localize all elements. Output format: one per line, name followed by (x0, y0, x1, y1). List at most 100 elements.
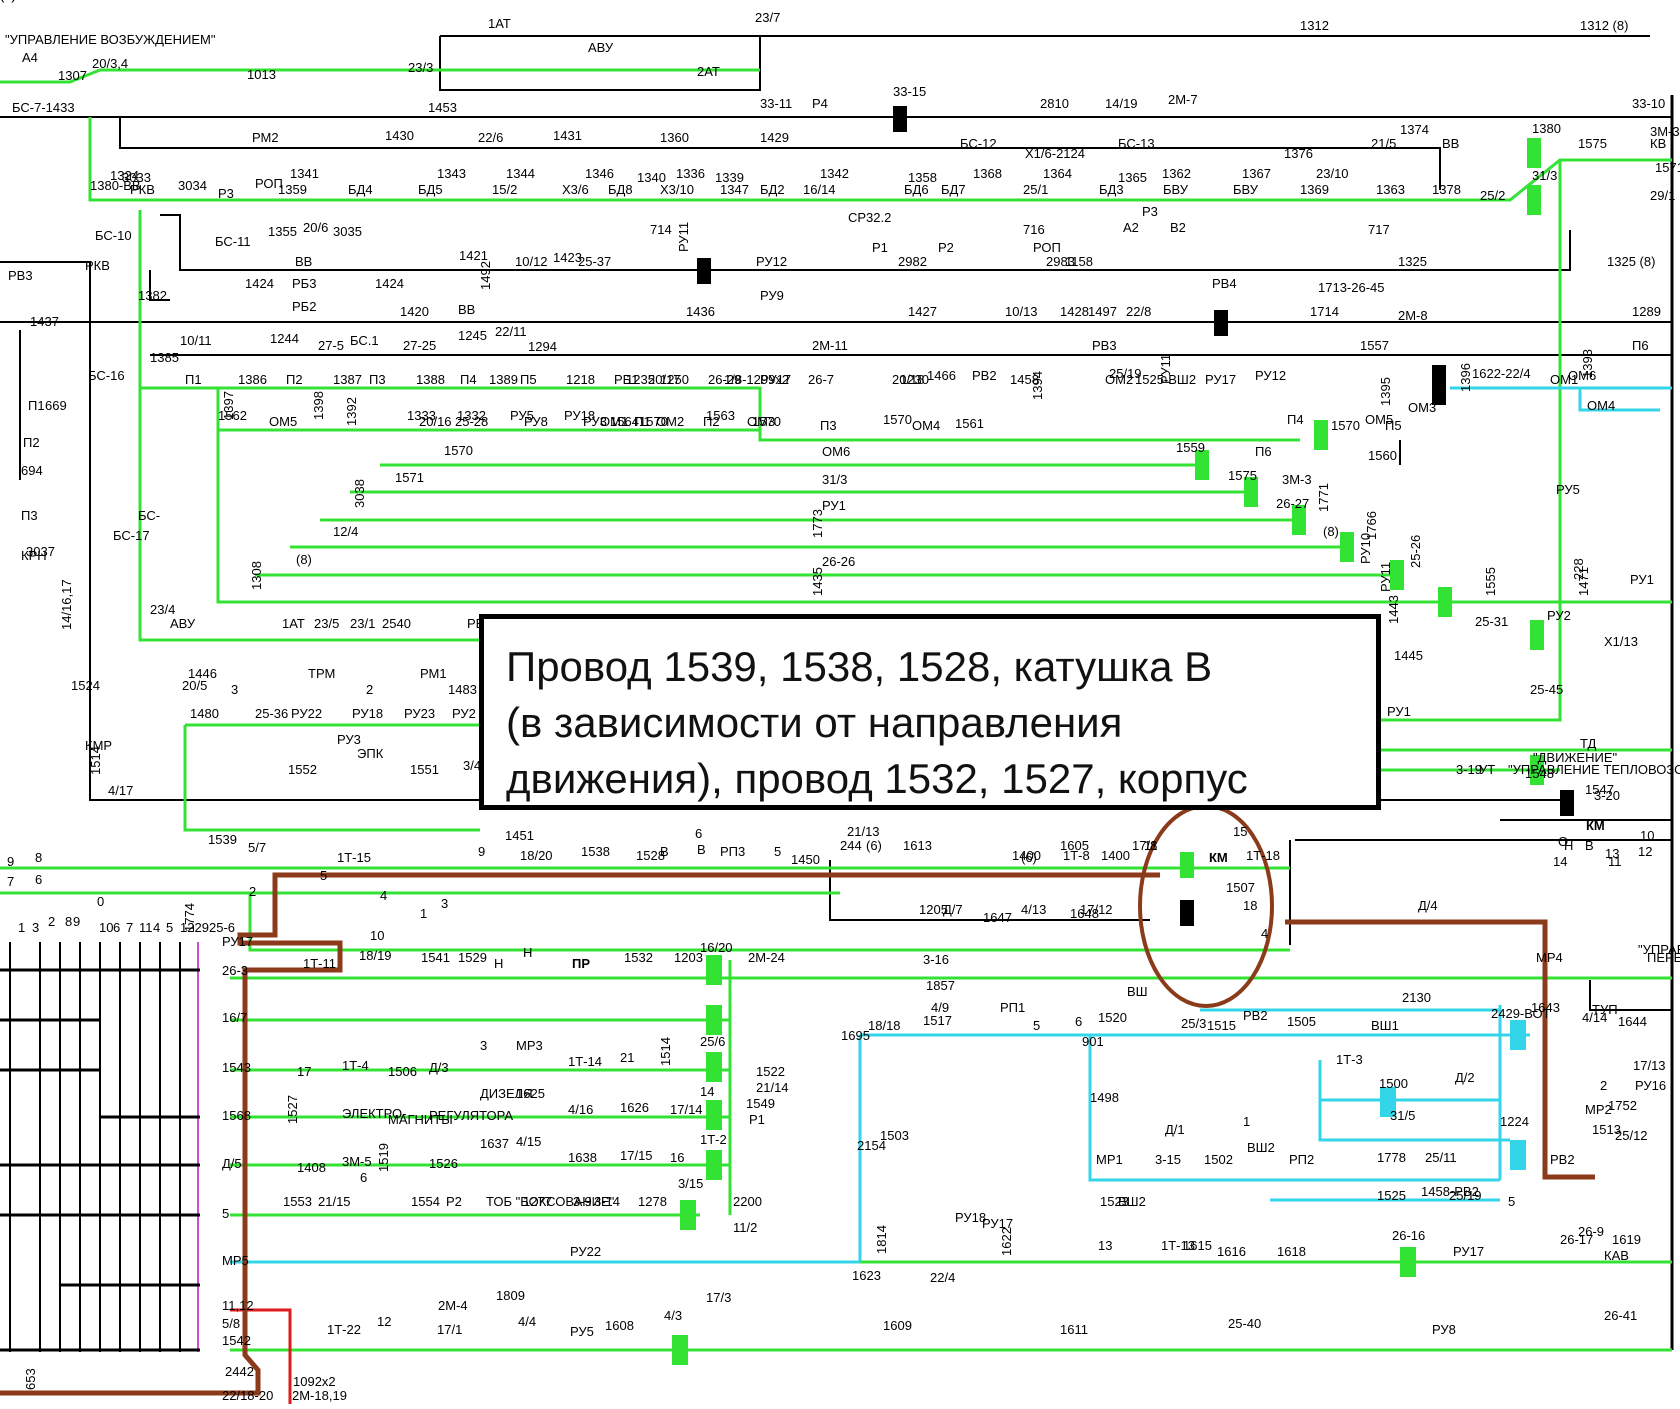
diagram-label: 29/1 (1650, 188, 1675, 203)
diagram-label: 2 (366, 682, 373, 697)
diagram-label: Р2 (446, 1194, 462, 1209)
diagram-label: 1505 (1287, 1014, 1316, 1029)
diagram-label: 1Т-22 (327, 1322, 361, 1337)
callout-box: Провод 1539, 1538, 1528, катушка В (в за… (479, 614, 1381, 810)
diagram-label: 1539 (208, 832, 237, 847)
diagram-label: 1503 (880, 1128, 909, 1143)
diagram-label: 1622-22/4 (1472, 366, 1531, 381)
diagram-label: 1245 (458, 328, 487, 343)
diagram-label: 1387 (333, 372, 362, 387)
diagram-label: 1429 (760, 130, 789, 145)
diagram-label: РБ3 (292, 276, 316, 291)
diagram-label: 27-25 (403, 338, 436, 353)
diagram-label: 1690 (0, 0, 29, 3)
diagram-label: П4 (460, 372, 477, 387)
diagram-label: 1250 (660, 372, 689, 387)
diagram-label: 1571 (395, 470, 424, 485)
diagram-label: 26-29 (708, 372, 741, 387)
diagram-label: 1423 (553, 250, 582, 265)
diagram-label: ОМ4 (1587, 398, 1615, 413)
diagram-label: РВ4 (1212, 276, 1237, 291)
diagram-label: РУ17 (760, 372, 791, 387)
diagram-label: П6 (1255, 444, 1272, 459)
diagram-label: (6) (1021, 850, 1037, 865)
diagram-label: 1547 (1585, 782, 1614, 797)
diagram-label: П1 (634, 414, 651, 429)
diagram-label: 1394 (1030, 371, 1045, 400)
diagram-label: 6 (1075, 1014, 1082, 1029)
diagram-label: БС-12 (960, 136, 997, 151)
diagram-label: 1458-РВ2 (1421, 1184, 1479, 1199)
diagram-label: 26-41 (1604, 1308, 1637, 1323)
diagram-label: Н (494, 956, 503, 971)
diagram-label: 11,12 (222, 1298, 254, 1313)
diagram-label: 1342 (820, 166, 849, 181)
diagram-label: 5 (166, 920, 173, 935)
diagram-label: 3035 (333, 224, 362, 239)
diagram-label: 1492 (478, 261, 493, 290)
diagram-label: РКВ (85, 258, 110, 273)
diagram-label: БС-11 (215, 234, 251, 249)
diagram-label: 1312 (8) (1580, 18, 1628, 33)
diagram-label: (8) (296, 552, 312, 567)
diagram-label: 14 (1553, 854, 1567, 869)
diagram-label: 2М-7 (1168, 92, 1198, 107)
diagram-label: 1235 (626, 372, 655, 387)
diagram-label: 714 (650, 222, 672, 237)
diagram-label: 1528 (636, 848, 665, 863)
diagram-label: 1450 (791, 852, 820, 867)
diagram-label: 22/6 (478, 130, 503, 145)
diagram-label: 1224 (1500, 1114, 1529, 1129)
diagram-label: РУ11 (1378, 562, 1393, 592)
callout-line-1: Провод 1539, 1538, 1528, катушка В (506, 643, 1213, 690)
diagram-label: БД4 (348, 182, 373, 197)
diagram-label: 1638 (568, 1150, 597, 1165)
diagram-label: БС-16 (88, 368, 125, 383)
diagram-label: РУ18 (352, 706, 383, 721)
diagram-label: 22/11 (495, 324, 527, 339)
diagram-label: РУ11 (676, 222, 691, 252)
diagram-label: 1622 (999, 1227, 1014, 1256)
diagram-label: 1483 (448, 682, 477, 697)
diagram-label: 1559 (1176, 440, 1205, 455)
diagram-label: 1543 (222, 1060, 251, 1075)
diagram-label: ОМ6 (822, 444, 850, 459)
diagram-label: Х1/6-2124 (1025, 146, 1085, 161)
diagram-label: 1437 (30, 314, 59, 329)
diagram-label: КМ (1209, 850, 1228, 865)
diagram-label: 21/5 (1371, 136, 1396, 151)
diagram-label: 26-17 (1560, 1232, 1593, 1247)
diagram-label: В (697, 842, 706, 857)
diagram-label: 3М-5 (342, 1154, 372, 1169)
diagram-label: 16/7 (222, 1010, 247, 1025)
diagram-label: 1766 (1364, 511, 1379, 540)
diagram-label: 1506 (388, 1064, 417, 1079)
diagram-label: РП2 (1289, 1152, 1314, 1167)
diagram-label: 18/18 (868, 1018, 901, 1033)
diagram-label: 1570 (444, 443, 473, 458)
diagram-label: Р1 (872, 240, 888, 255)
diagram-label: 31/3 (1532, 168, 1557, 183)
diagram-label: 1013 (247, 67, 276, 82)
diagram-label: 1752 (1608, 1098, 1637, 1113)
diagram-label: РУ10 (1358, 533, 1373, 564)
diagram-label: МР1 (1096, 1152, 1123, 1167)
diagram-label: 12 (377, 1314, 391, 1329)
diagram-label: 25-37 (578, 254, 611, 269)
diagram-label: 31/3 (822, 472, 847, 487)
diagram-label: 2М-4 (438, 1298, 468, 1313)
diagram-label: Х3/10 (660, 182, 694, 197)
diagram-label: 4 (1261, 926, 1268, 941)
diagram-label: 1289 (1632, 304, 1661, 319)
diagram-label: 1365 (1118, 170, 1147, 185)
diagram-label: 1378 (1432, 182, 1461, 197)
diagram-label: 5 (320, 868, 327, 883)
diagram-label: 1502 (1204, 1152, 1233, 1167)
diagram-label: 27-5 (318, 338, 344, 353)
diagram-label: 1312 (1300, 18, 1329, 33)
diagram-label: 1398 (311, 391, 326, 420)
diagram-label: 23/4 (150, 602, 175, 617)
diagram-label: 1526 (429, 1156, 458, 1171)
diagram-label: П3 (21, 508, 38, 523)
diagram-label: 4/13 (1021, 902, 1046, 917)
